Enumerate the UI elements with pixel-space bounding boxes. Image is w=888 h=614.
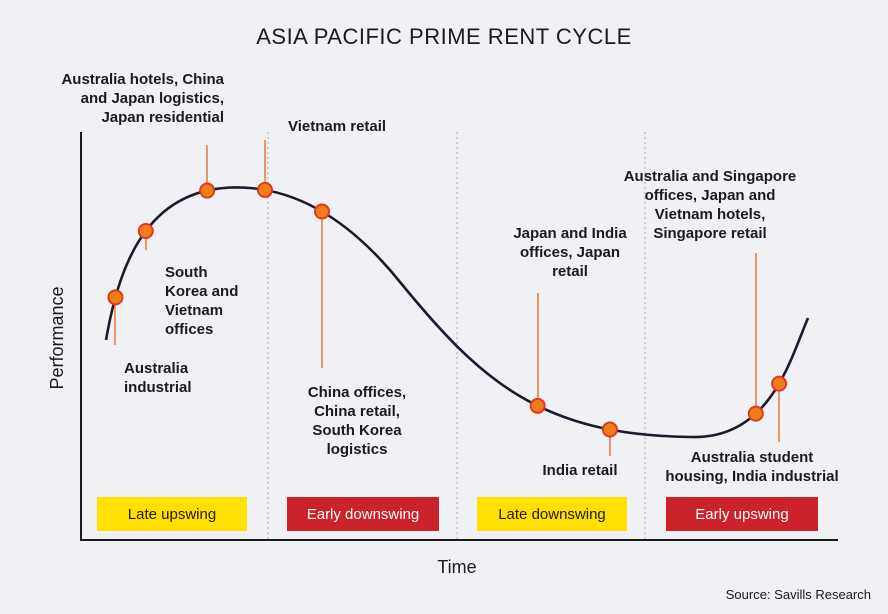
annotation-india-retail: India retail — [542, 462, 617, 479]
phase-4: Early upswing — [666, 497, 818, 531]
annotation-line: China retail, — [314, 403, 400, 420]
annotation-line: Japan and India — [513, 225, 627, 242]
annotation-australia-student-housing: Australia student housing, India industri… — [665, 449, 838, 485]
annotation-leaders — [114, 140, 780, 456]
phase-3: Late downswing — [477, 497, 627, 531]
annotation-line: Korea and — [165, 283, 238, 300]
annotation-line: housing, India industrial — [665, 468, 838, 485]
annotation-line: Japan residential — [101, 109, 224, 126]
annotation-line: industrial — [124, 379, 192, 396]
annotation-china-offices-retail-korea-logistics: China offices, China retail, South Korea lo… — [308, 384, 406, 458]
marker-japan-india-offices-japan-retail — [529, 397, 546, 414]
marker-australia-singapore-offices — [747, 405, 764, 422]
annotation-line: Vietnam hotels, — [655, 206, 766, 223]
marker-vietnam-retail — [257, 181, 273, 198]
annotation-australia-hotels-china-japan: Australia hotels, China and Japan logisti… — [61, 71, 224, 126]
annotation-line: offices, Japan and — [645, 187, 776, 204]
phase-label: Late upswing — [128, 506, 216, 523]
annotation-line: Australia hotels, China — [61, 71, 224, 88]
annotation-line: offices, Japan — [520, 244, 620, 261]
marker-south-korea-vietnam-offices — [137, 223, 154, 239]
phase-box — [287, 497, 439, 531]
annotation-line: Vietnam retail — [288, 118, 386, 135]
annotation-vietnam-retail: Vietnam retail — [288, 118, 386, 135]
annotation-line: China offices, — [308, 384, 406, 401]
phase-label: Early downswing — [307, 506, 420, 523]
annotation-line: Australia student — [691, 449, 814, 466]
phase-labels: Late upswing Early downswing Late downswin… — [97, 497, 818, 531]
annotation-japan-india-offices-japan-retail: Japan and India offices, Japan retail — [513, 225, 627, 280]
chart-title: ASIA PACIFIC PRIME RENT CYCLE — [256, 24, 632, 49]
annotation-line: Singapore retail — [653, 225, 766, 242]
phase-2: Early downswing — [287, 497, 439, 531]
annotation-line: offices — [165, 321, 213, 338]
phase-dividers — [267, 132, 646, 540]
marker-australia-hotels-china-japan — [199, 182, 216, 199]
marker-china-offices-retail-korea-logistics — [314, 203, 330, 220]
marker-india-retail — [601, 421, 618, 438]
marker-australia-industrial — [107, 289, 124, 306]
phase-label: Early upswing — [695, 506, 788, 523]
phase-label: Late downswing — [498, 506, 606, 523]
annotation-line: Australia and Singapore — [624, 168, 797, 185]
x-axis-label: Time — [437, 557, 476, 577]
annotation-line: South — [165, 264, 208, 281]
annotation-australia-industrial: Australia industrial — [124, 360, 192, 396]
y-axis-label: Performance — [47, 286, 67, 389]
annotation-line: Australia — [124, 360, 189, 377]
annotation-line: retail — [552, 263, 588, 280]
annotation-line: and Japan logistics, — [81, 90, 224, 107]
phase-box — [97, 497, 247, 531]
phase-box — [477, 497, 627, 531]
marker-australia-student-housing — [771, 375, 788, 392]
cycle-curve — [104, 186, 810, 439]
cycle-markers — [107, 181, 788, 438]
source-note: Source: Savills Research — [726, 587, 871, 602]
annotation-line: India retail — [542, 462, 617, 479]
phase-box — [666, 497, 818, 531]
annotation-line: logistics — [327, 441, 388, 458]
annotation-australia-singapore-offices: Australia and Singapore offices, Japan an… — [624, 168, 797, 242]
phase-1: Late upswing — [97, 497, 247, 531]
annotation-line: South Korea — [312, 422, 402, 439]
annotation-line: Vietnam — [165, 302, 223, 319]
